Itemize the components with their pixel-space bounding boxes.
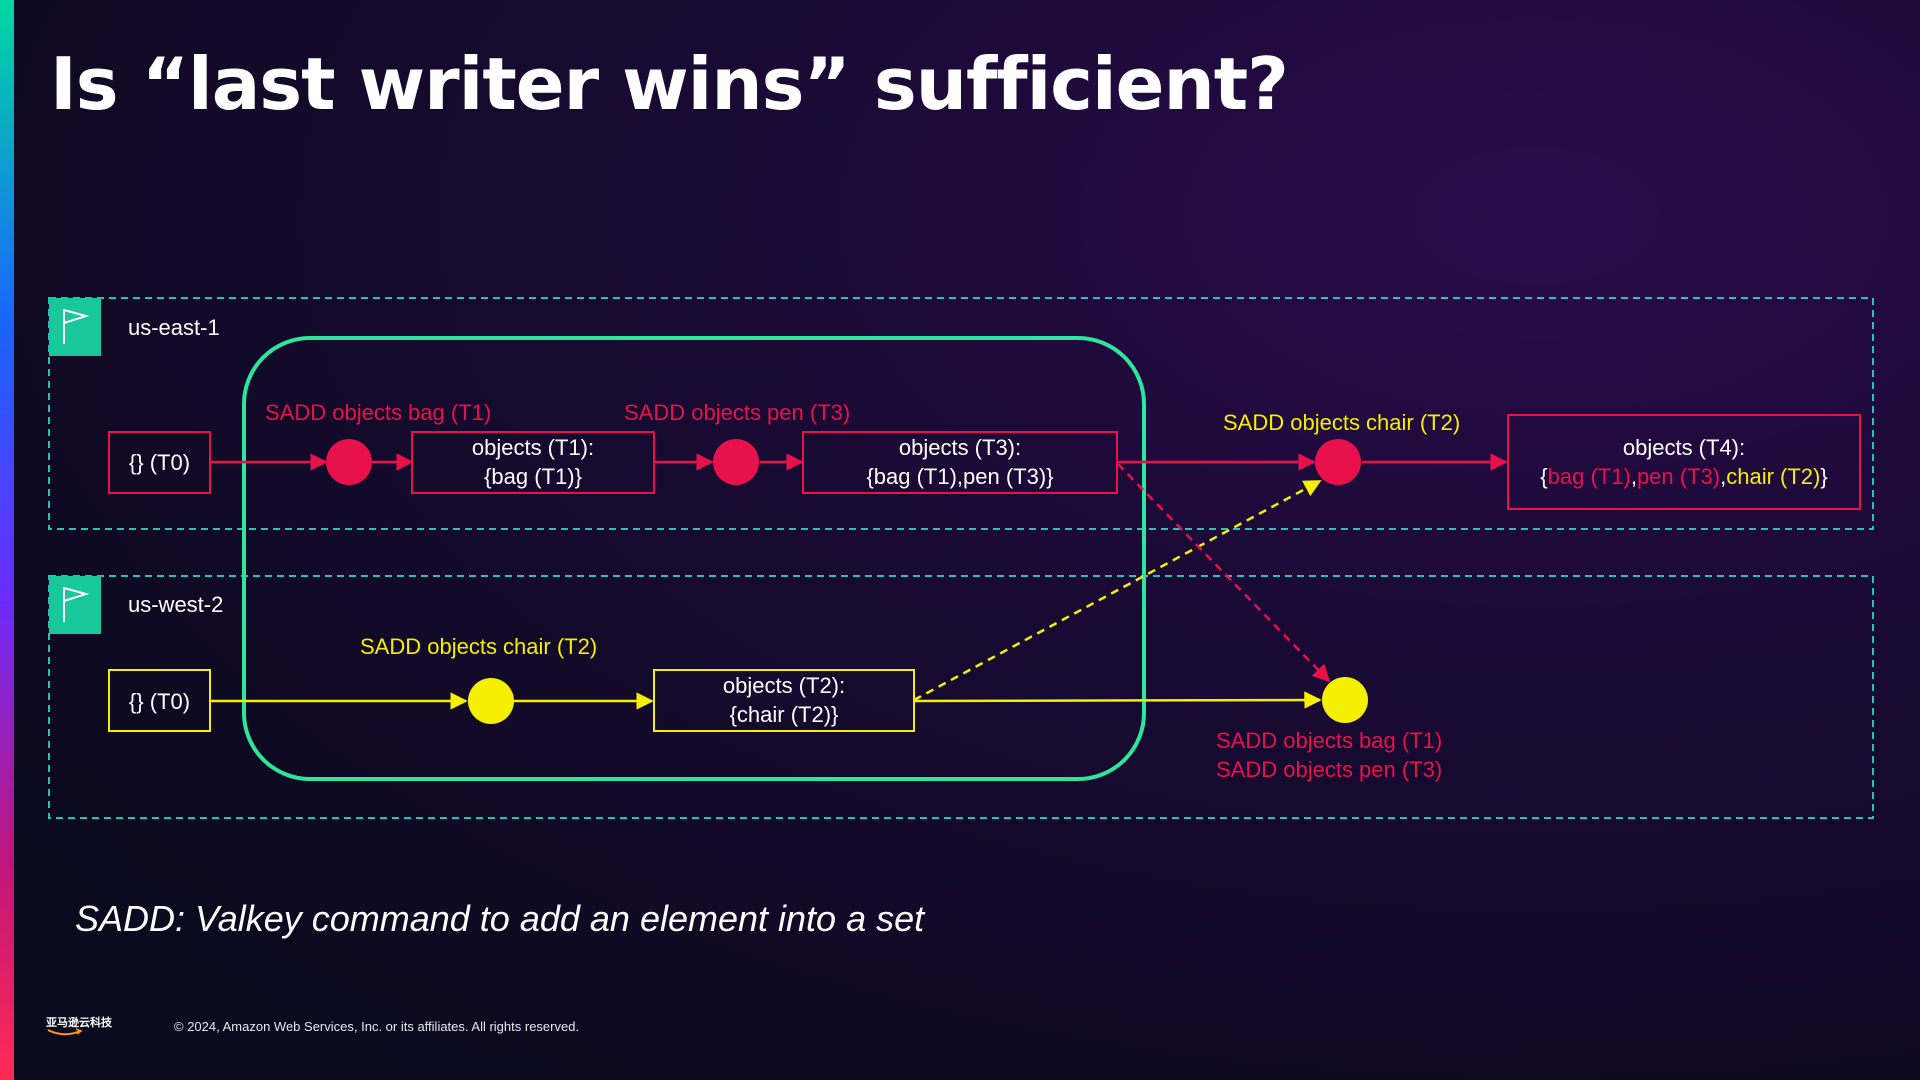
footnote: SADD: Valkey command to add an element i… — [75, 898, 925, 939]
west-state-t2-line2: {chair (T2)} — [730, 702, 839, 727]
east-op-chair-label: SADD objects chair (T2) — [1223, 410, 1460, 435]
set-open-brace: { — [1540, 464, 1547, 489]
region-us-east-1 — [48, 297, 1874, 530]
conflict-window — [242, 336, 1146, 781]
region-us-west-2 — [48, 575, 1874, 819]
set-item-chair: chair (T2) — [1726, 464, 1820, 489]
east-op-bag-label: SADD objects bag (T1) — [265, 400, 491, 425]
logo-text: 亚马逊云科技 — [46, 1016, 112, 1029]
west-state-t2-line1: objects (T2): — [723, 673, 845, 698]
east-state-t3-line2: {bag (T1),pen (T3)} — [866, 464, 1053, 489]
accent-bar — [0, 0, 14, 1080]
set-item-bag: bag (T1) — [1548, 464, 1631, 489]
west-op-pen-label: SADD objects pen (T3) — [1216, 757, 1442, 782]
east-state-t4-line1: objects (T4): — [1623, 435, 1745, 460]
east-op-pen-label: SADD objects pen (T3) — [624, 400, 850, 425]
east-state-t1 — [411, 431, 655, 494]
west-state-t2 — [653, 669, 915, 732]
set-item-pen: pen (T3) — [1637, 464, 1720, 489]
east-state-t4-line2: {bag (T1),pen (T3),chair (T2)} — [1540, 464, 1827, 489]
replication-arrow-west-to-east — [913, 479, 1322, 702]
page-title: Is “last writer wins” sufficient? — [50, 42, 1289, 126]
east-state-t1-line2: {bag (T1)} — [484, 464, 582, 489]
east-op-pen-node — [713, 439, 759, 485]
east-state-t0 — [108, 431, 211, 494]
east-op-bag-node — [326, 439, 372, 485]
set-comma: , — [1631, 464, 1637, 489]
region-label-west: us-west-2 — [128, 592, 223, 617]
smile-logo-icon — [47, 1028, 83, 1036]
flag-icon — [49, 576, 101, 634]
west-op-chair-label: SADD objects chair (T2) — [360, 634, 597, 659]
flag-icon — [49, 298, 101, 356]
region-label-east: us-east-1 — [128, 315, 220, 340]
east-state-t0-label: {} (T0) — [129, 450, 190, 475]
west-op-chair-node — [468, 678, 514, 724]
west-merge-node — [1322, 677, 1368, 723]
west-state-t0 — [108, 669, 211, 732]
set-comma: , — [1720, 464, 1726, 489]
east-state-t4 — [1507, 414, 1861, 510]
east-state-t3 — [802, 431, 1118, 494]
east-state-t3-line1: objects (T3): — [899, 435, 1021, 460]
west-state-t0-label: {} (T0) — [129, 689, 190, 714]
set-close-brace: } — [1820, 464, 1827, 489]
copyright-notice: © 2024, Amazon Web Services, Inc. or its… — [174, 1019, 580, 1034]
east-op-chair-node — [1315, 439, 1361, 485]
west-op-bag-label: SADD objects bag (T1) — [1216, 728, 1442, 753]
replication-arrow-east-to-west — [1117, 463, 1331, 683]
east-state-t1-line1: objects (T1): — [472, 435, 594, 460]
west-link-3 — [913, 691, 1322, 709]
